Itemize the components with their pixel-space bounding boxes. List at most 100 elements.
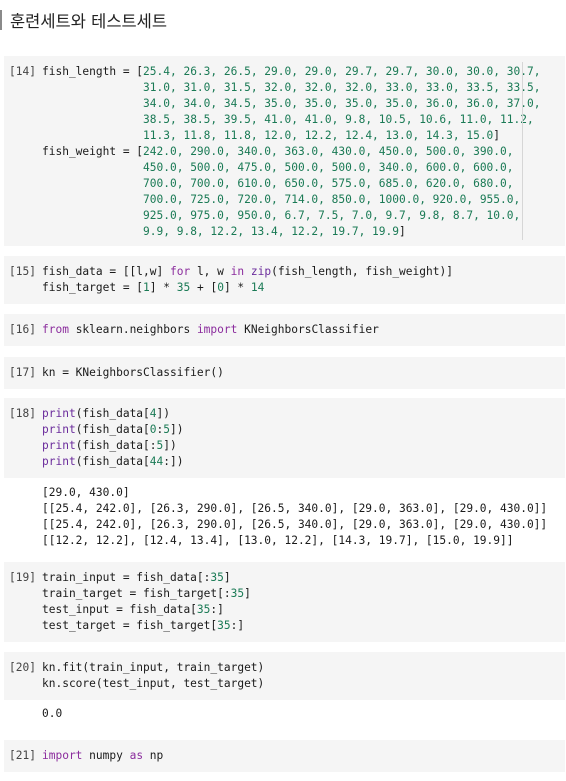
code-line: print(fish_data[44:])	[42, 454, 561, 470]
code-token: 44	[149, 455, 164, 468]
code-cell-19[interactable]: [19] train_input = fish_data[:35]train_t…	[4, 562, 565, 642]
code-token	[42, 225, 143, 238]
heading-collapse-bar[interactable]	[0, 10, 2, 30]
code-line: kn = KNeighborsClassifier()	[42, 365, 561, 381]
code-token: fish_data = [[l,w]	[42, 265, 170, 278]
code-line: 450.0, 500.0, 475.0, 500.0, 500.0, 340.0…	[42, 160, 517, 176]
code-token: ]	[244, 587, 251, 600]
code-token: 700.0, 700.0, 610.0, 650.0, 575.0, 685.0…	[143, 177, 514, 190]
code-token: print	[42, 407, 76, 420]
code-token: train_input = fish_data[:	[42, 571, 211, 584]
code-token: 0	[149, 423, 157, 436]
code-line: 34.0, 34.0, 34.5, 35.0, 35.0, 35.0, 35.0…	[42, 96, 540, 112]
code-token: 34.0, 34.0, 34.5, 35.0, 35.0, 35.0, 35.0…	[143, 97, 541, 110]
code-line: import numpy as np	[42, 748, 561, 764]
code-token: np	[143, 749, 164, 762]
code-line: print(fish_data[0:5])	[42, 422, 561, 438]
cell-code[interactable]: from sklearn.neighbors import KNeighbors…	[42, 322, 561, 338]
code-token: fish_weight = [	[42, 145, 144, 158]
code-line: 700.0, 700.0, 610.0, 650.0, 575.0, 685.0…	[42, 176, 517, 192]
code-line: kn.fit(train_input, train_target)	[42, 660, 561, 676]
code-cell-21[interactable]: [21] import numpy as np	[4, 740, 565, 772]
code-line: from sklearn.neighbors import KNeighbors…	[42, 322, 561, 338]
code-line: 700.0, 725.0, 720.0, 714.0, 850.0, 1000.…	[42, 192, 521, 208]
cell-scroll-divider	[522, 62, 523, 240]
code-token: KNeighborsClassifier	[237, 323, 379, 336]
code-line: 11.3, 11.8, 11.8, 12.0, 12.2, 12.4, 13.0…	[42, 128, 517, 144]
code-token: 35	[196, 603, 211, 616]
code-token: in	[230, 265, 245, 278]
output-line: [[25.4, 242.0], [26.3, 290.0], [26.5, 34…	[42, 518, 548, 531]
output-line: [29.0, 430.0]	[42, 486, 130, 499]
code-token	[42, 193, 143, 206]
code-line: train_target = fish_target[:35]	[42, 586, 561, 602]
code-token: :	[156, 423, 164, 436]
code-cell-17[interactable]: [17] kn = KNeighborsClassifier()	[4, 357, 565, 389]
cell-prompt: [16]	[9, 323, 36, 336]
cell-prompt: [18]	[9, 407, 36, 420]
code-cell-16[interactable]: [16] from sklearn.neighbors import KNeig…	[4, 314, 565, 346]
code-token: 35	[176, 281, 191, 294]
cell-code[interactable]: fish_data = [[l,w] for l, w in zip(fish_…	[42, 264, 561, 296]
code-token: (fish_data[	[75, 423, 150, 436]
code-line: 9.9, 9.8, 12.2, 13.4, 12.2, 19.7, 19.9]	[42, 224, 517, 240]
code-token: train_target = fish_target[:	[42, 587, 231, 600]
code-token	[42, 97, 143, 110]
code-token: from	[42, 323, 69, 336]
output-line: 0.0	[42, 707, 63, 720]
cell-prompt: [21]	[9, 749, 36, 762]
code-line: test_input = fish_data[35:]	[42, 602, 561, 618]
code-token: + [	[190, 281, 218, 294]
code-token: (fish_data[:	[75, 439, 157, 452]
cell-code[interactable]: fish_length = [25.4, 26.3, 26.5, 29.0, 2…	[42, 64, 540, 240]
code-token	[42, 161, 143, 174]
cell-code[interactable]: kn = KNeighborsClassifier()	[42, 365, 561, 381]
code-cell-14[interactable]: [14] fish_length = [25.4, 26.3, 26.5, 29…	[4, 56, 565, 246]
cell-output-18: [29.0, 430.0] [[25.4, 242.0], [26.3, 290.…	[42, 485, 562, 549]
code-token: 925.0, 975.0, 950.0, 6.7, 7.5, 7.0, 9.7,…	[143, 209, 521, 222]
code-token: ])	[170, 423, 184, 436]
code-cell-20[interactable]: [20] kn.fit(train_input, train_target)kn…	[4, 652, 565, 700]
code-token	[42, 177, 143, 190]
code-token: fish_target = [	[42, 281, 144, 294]
section-title: 훈련세트와 테스트세트	[10, 12, 168, 31]
code-line: fish_data = [[l,w] for l, w in zip(fish_…	[42, 264, 561, 280]
section-heading: 훈련세트와 테스트세트	[0, 6, 167, 34]
code-token: print	[42, 423, 76, 436]
code-token: 14	[250, 281, 265, 294]
code-token: import	[42, 749, 83, 762]
code-cell-18[interactable]: [18] print(fish_data[4])print(fish_data[…	[4, 398, 565, 478]
code-line: fish_weight = [242.0, 290.0, 340.0, 363.…	[42, 144, 517, 160]
cell-code[interactable]: print(fish_data[4])print(fish_data[0:5])…	[42, 406, 561, 470]
code-token: 38.5, 38.5, 39.5, 41.0, 41.0, 9.8, 10.5,…	[143, 113, 534, 126]
cell-code[interactable]: import numpy as np	[42, 748, 561, 764]
code-token: print	[42, 455, 76, 468]
code-token: 35	[210, 571, 224, 584]
code-token: ])	[163, 439, 177, 452]
code-token: print	[42, 439, 76, 452]
code-token: 700.0, 725.0, 720.0, 714.0, 850.0, 1000.…	[143, 193, 521, 206]
code-token: 450.0, 500.0, 475.0, 500.0, 500.0, 340.0…	[143, 161, 514, 174]
output-line: [[12.2, 12.2], [12.4, 13.4], [13.0, 12.2…	[42, 534, 514, 547]
code-token: 31.0, 31.0, 31.5, 32.0, 32.0, 32.0, 33.0…	[143, 81, 541, 94]
code-line: print(fish_data[:5])	[42, 438, 561, 454]
code-line: kn.score(test_input, test_target)	[42, 676, 561, 692]
code-token: ]	[493, 129, 501, 142]
code-token: kn.score(test_input, test_target)	[42, 677, 265, 690]
code-token: fish_length = [	[42, 65, 144, 78]
code-token: 25.4, 26.3, 26.5, 29.0, 29.0, 29.7, 29.7…	[143, 65, 541, 78]
cell-code[interactable]: train_input = fish_data[:35]train_target…	[42, 570, 561, 634]
code-token: 5	[156, 439, 164, 452]
cell-prompt: [15]	[9, 265, 36, 278]
code-token: l, w	[190, 265, 231, 278]
cell-code[interactable]: kn.fit(train_input, train_target)kn.scor…	[42, 660, 561, 692]
code-cell-15[interactable]: [15] fish_data = [[l,w] for l, w in zip(…	[4, 256, 565, 304]
code-token: 4	[149, 407, 157, 420]
code-line: print(fish_data[4])	[42, 406, 561, 422]
code-token: (fish_length, fish_weight)]	[271, 265, 453, 278]
code-token: 242.0, 290.0, 340.0, 363.0, 430.0, 450.0…	[143, 145, 514, 158]
code-token: test_input = fish_data[	[42, 603, 197, 616]
code-line: test_target = fish_target[35:]	[42, 618, 561, 634]
code-token: (fish_data[	[75, 407, 150, 420]
code-token: ])	[156, 407, 171, 420]
